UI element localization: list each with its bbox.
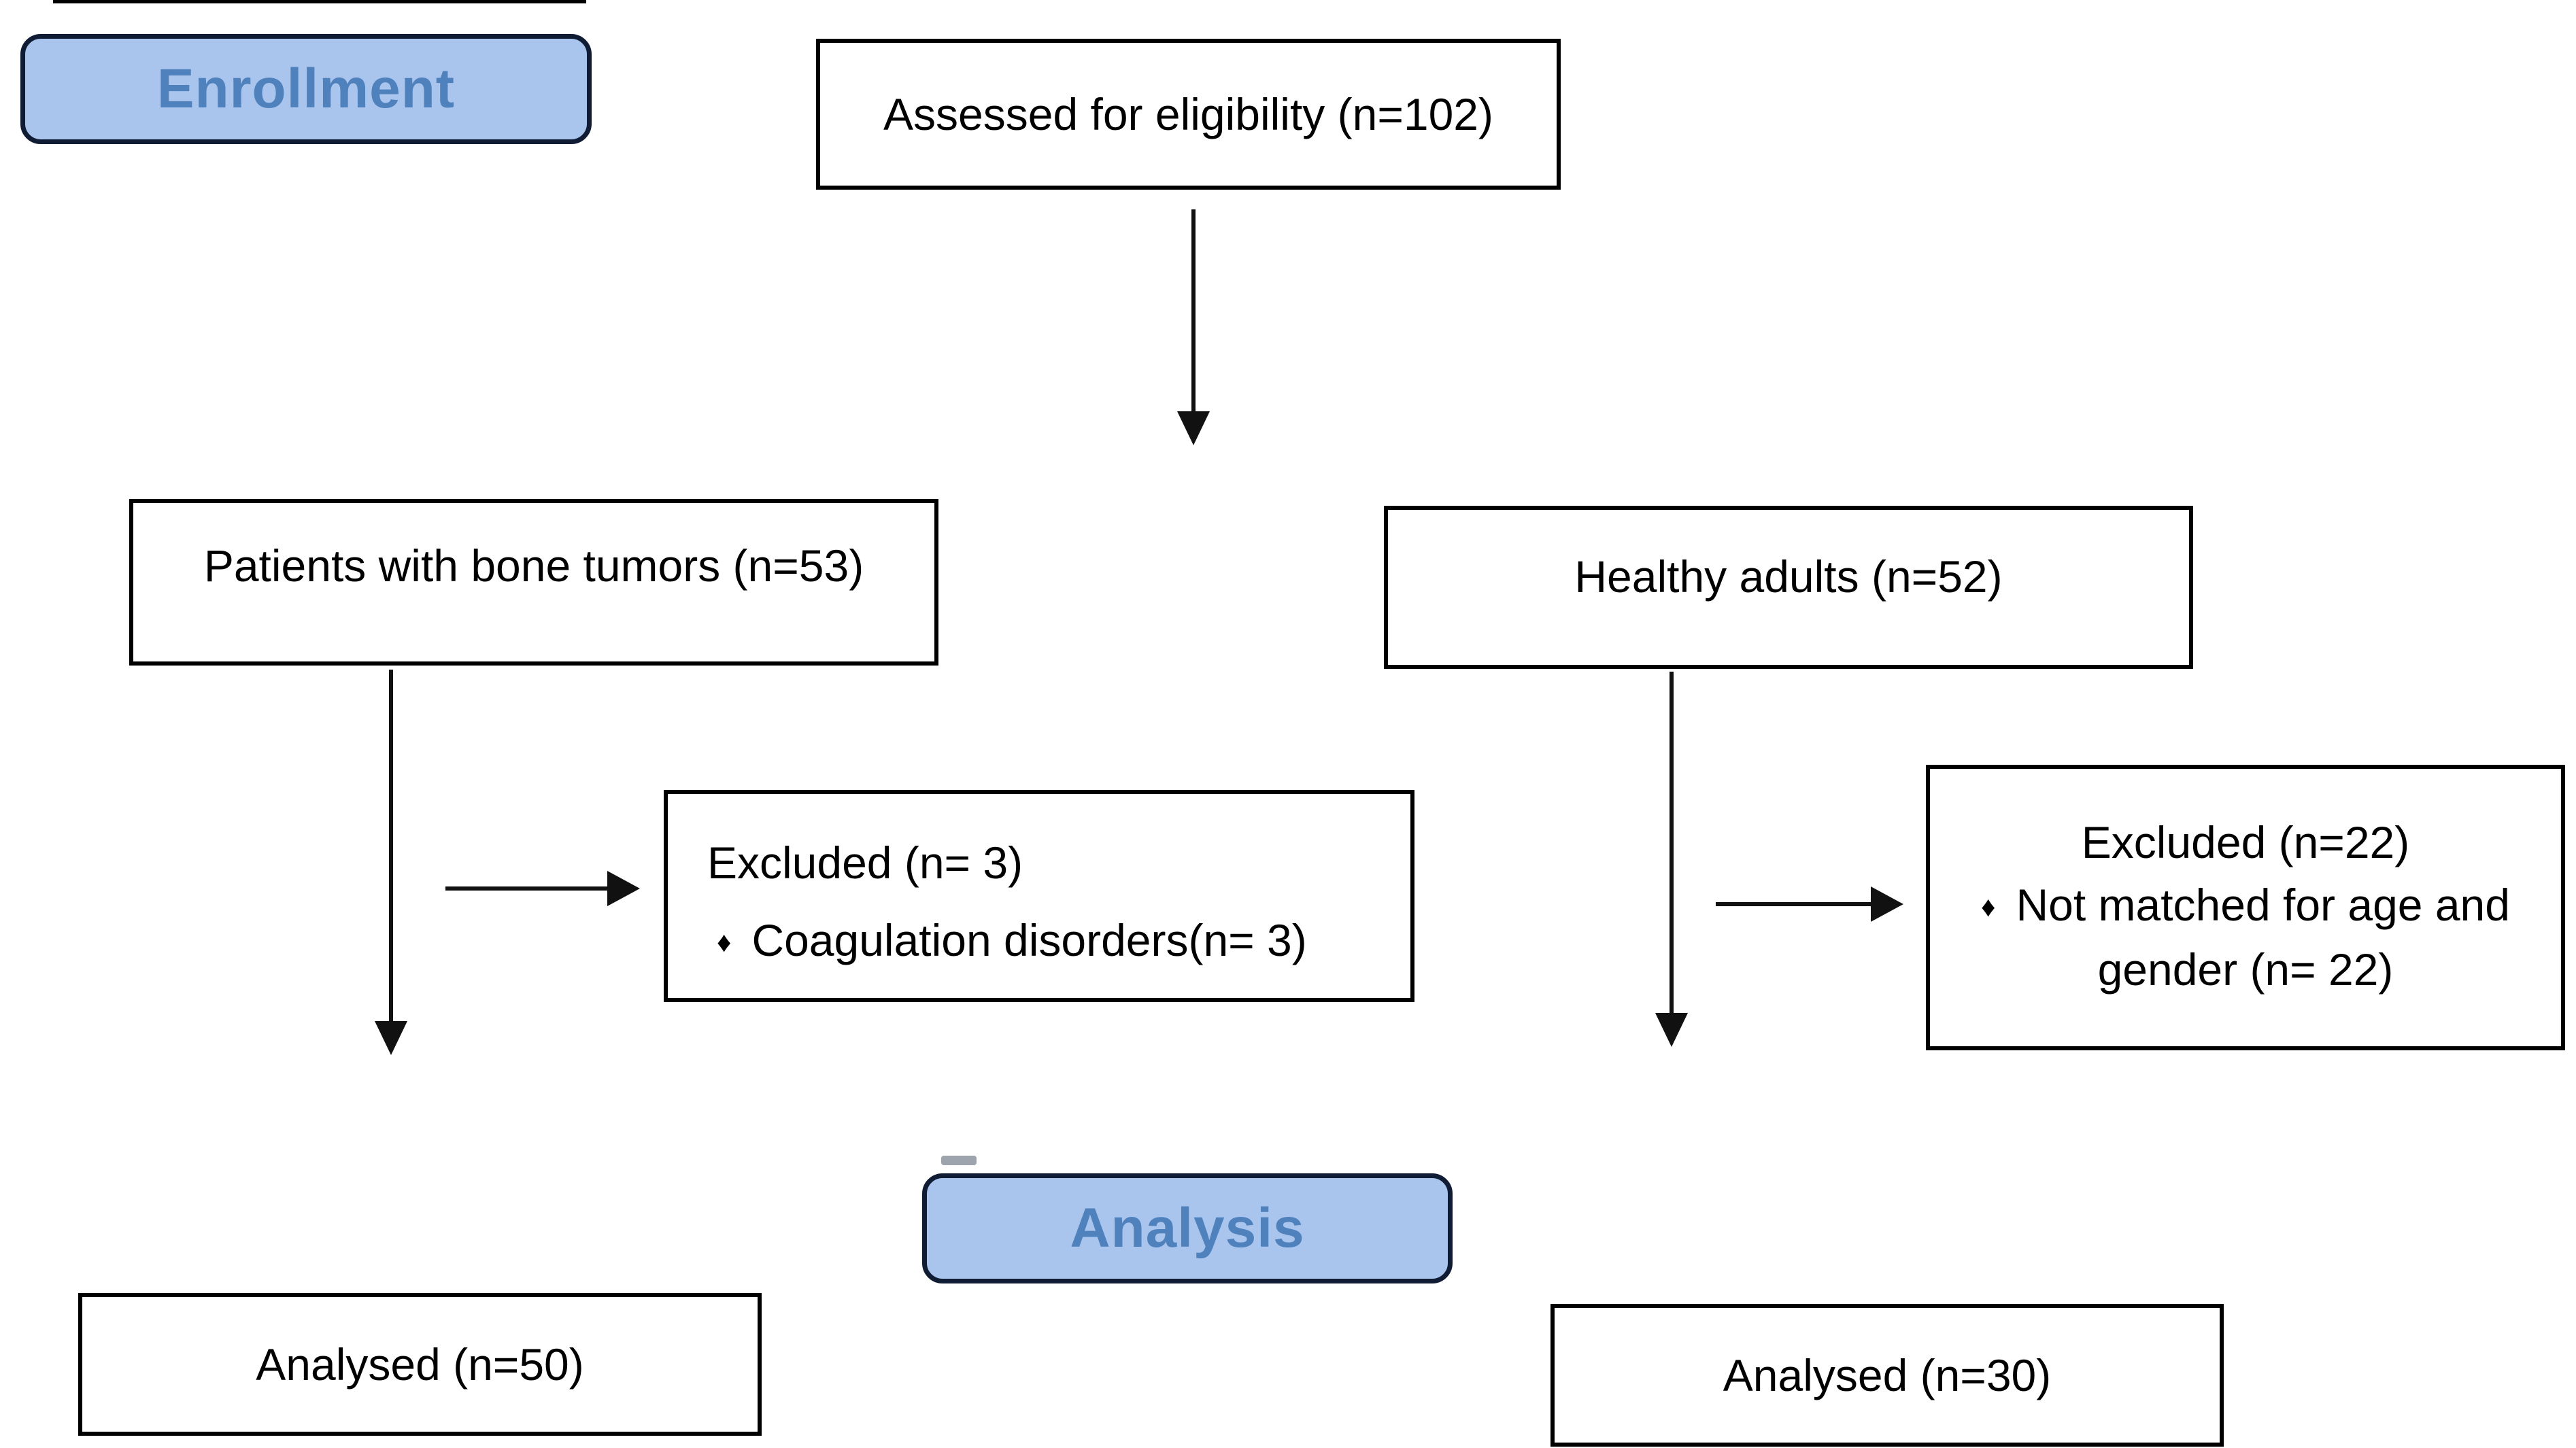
excluded-right-title: Excluded (n=22) bbox=[2081, 817, 2410, 867]
arrow-head-down-icon bbox=[1177, 411, 1210, 445]
healthy-adults-text: Healthy adults (n=52) bbox=[1574, 551, 2003, 602]
patients-bone-tumors-text: Patients with bone tumors (n=53) bbox=[203, 540, 864, 591]
assessed-eligibility-text: Assessed for eligibility (n=102) bbox=[883, 89, 1493, 139]
excluded-left-title: Excluded (n= 3) bbox=[707, 838, 1023, 888]
healthy-adults-box: Healthy adults (n=52) bbox=[1384, 506, 2193, 669]
gray-smudge-artifact bbox=[941, 1156, 977, 1165]
excluded-right-item: ♦ Not matched for age and bbox=[1981, 874, 2510, 938]
top-border-artifact bbox=[53, 0, 586, 3]
analysed-right-text: Analysed (n=30) bbox=[1723, 1350, 2052, 1400]
diamond-bullet-icon: ♦ bbox=[717, 926, 732, 958]
arrow-line bbox=[1670, 672, 1674, 1015]
arrow-line bbox=[389, 670, 393, 1023]
assessed-eligibility-box: Assessed for eligibility (n=102) bbox=[816, 39, 1561, 190]
enrollment-stage-label: Enrollment bbox=[20, 34, 592, 144]
arrow-head-right-icon bbox=[607, 871, 640, 906]
enrollment-stage-text: Enrollment bbox=[156, 58, 456, 120]
arrow-head-down-icon bbox=[1655, 1013, 1688, 1047]
arrow-line bbox=[1191, 209, 1196, 413]
excluded-left-item-text: Coagulation disorders(n= 3) bbox=[751, 915, 1307, 965]
analysed-left-box: Analysed (n=50) bbox=[78, 1293, 762, 1436]
excluded-right-item-line2: gender (n= 22) bbox=[2097, 944, 2394, 995]
excluded-right-item-line1: Not matched for age and bbox=[2016, 880, 2510, 930]
analysis-stage-text: Analysis bbox=[1070, 1197, 1305, 1259]
analysed-right-box: Analysed (n=30) bbox=[1550, 1304, 2224, 1447]
analysis-stage-label: Analysis bbox=[922, 1173, 1453, 1283]
patients-bone-tumors-box: Patients with bone tumors (n=53) bbox=[129, 499, 938, 666]
excluded-left-item: ♦ Coagulation disorders(n= 3) bbox=[717, 909, 1307, 973]
arrow-line bbox=[1716, 902, 1872, 906]
analysed-left-text: Analysed (n=50) bbox=[256, 1339, 584, 1390]
excluded-left-box: Excluded (n= 3) ♦ Coagulation disorders(… bbox=[664, 790, 1414, 1002]
arrow-head-down-icon bbox=[375, 1021, 407, 1055]
excluded-right-box: Excluded (n=22) ♦ Not matched for age an… bbox=[1926, 765, 2565, 1050]
arrow-line bbox=[445, 886, 609, 891]
diamond-bullet-icon: ♦ bbox=[1981, 891, 1996, 923]
arrow-head-right-icon bbox=[1871, 886, 1903, 922]
